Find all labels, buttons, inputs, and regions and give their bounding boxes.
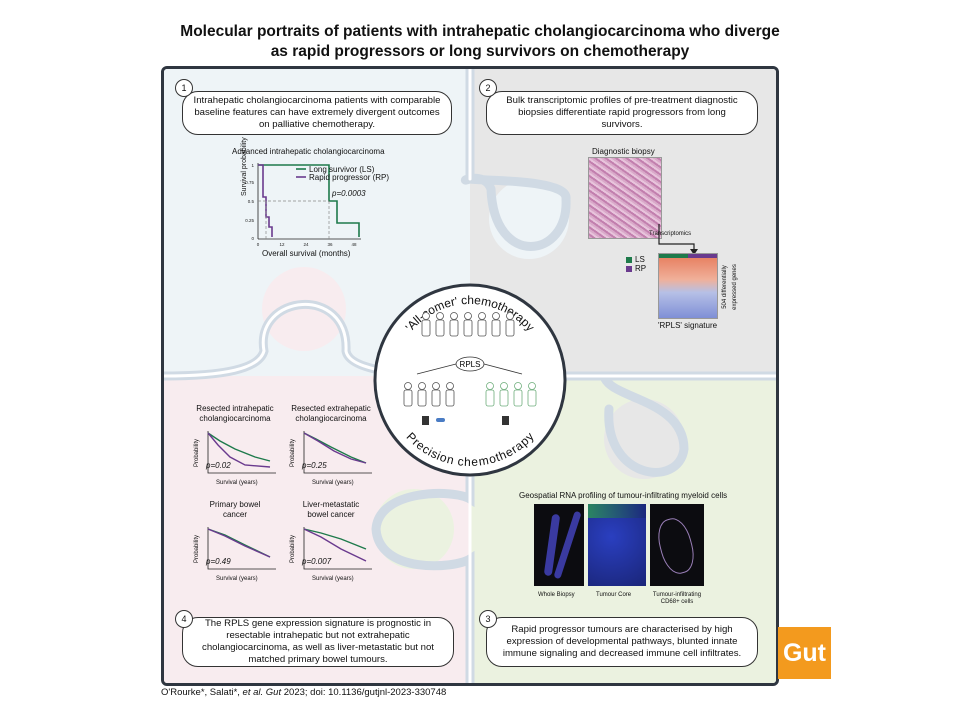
panel1-callout: Intrahepatic cholangiocarcinoma patients… <box>182 91 452 135</box>
heatmap-legend-ls-swatch <box>626 257 632 263</box>
panel4-text: The RPLS gene expression signature is pr… <box>202 618 434 665</box>
mini-plot-4-title-line1: Liver-metastatic <box>302 500 360 509</box>
mini-plot-1-rp-curve <box>207 432 271 468</box>
citation: O'Rourke*, Salati*, et al. Gut 2023; doi… <box>161 687 446 698</box>
mini-plot-2 <box>303 431 372 474</box>
mini-plot-4-pvalue: p=0.007 <box>302 557 332 566</box>
center-rpls-label: RPLS <box>460 360 481 369</box>
citation-rest: 2023; doi: 10.1136/gutjnl-2023-330748 <box>281 687 447 698</box>
people-bottom-right <box>485 382 537 407</box>
mini-plot-4-xlabel: Survival (years) <box>312 576 354 582</box>
figure-title-line1: Molecular portraits of patients with int… <box>180 23 780 40</box>
mini-plot-1-title-line2: cholangiocarcinoma <box>199 414 271 423</box>
mini-plot-4-axes <box>303 527 372 570</box>
mini-plot-3 <box>207 527 276 570</box>
mini-plot-3-pvalue: p=0.49 <box>206 557 231 566</box>
mini-plot-2-pvalue: p=0.25 <box>302 461 327 470</box>
cd68-cells-image <box>650 504 704 586</box>
tumour-core-image <box>588 504 646 586</box>
mini-plot-3-rp-curve <box>207 528 271 558</box>
mini-plot-3-title-line1: Primary bowel <box>209 500 261 509</box>
mini-plot-1-axes <box>207 431 276 474</box>
km-chart: 1 0.75 0.5 0.25 0 0 12 24 36 48 <box>245 163 361 247</box>
puzzle-frame: Intrahepatic cholangiocarcinoma patients… <box>161 66 779 686</box>
mini-plot-1-ylabel: Probability <box>194 438 200 467</box>
svg-text:0.75: 0.75 <box>245 180 254 185</box>
mini-plot-2-ls-curve <box>303 432 367 464</box>
heatmap <box>658 253 718 319</box>
cd68-label-line1: Tumour-infiltrating <box>652 592 702 598</box>
km-ylabel: Survival probability <box>241 137 248 196</box>
panel3-callout: Rapid progressor tumours are characteris… <box>486 617 758 667</box>
svg-text:0.25: 0.25 <box>245 218 254 223</box>
svg-text:48: 48 <box>351 242 357 247</box>
gut-journal-logo: Gut <box>778 627 831 679</box>
biopsy-label: Diagnostic biopsy <box>592 147 655 156</box>
svg-text:12: 12 <box>279 242 285 247</box>
panel1-text: Intrahepatic cholangiocarcinoma patients… <box>193 95 441 130</box>
whole-biopsy-image <box>534 504 584 586</box>
km-legend-ls: Long survivor (LS) <box>309 165 375 174</box>
mini-plot-3-ylabel: Probability <box>194 534 200 563</box>
svg-text:0: 0 <box>251 236 254 241</box>
panel3-header: Geospatial RNA profiling of tumour-infil… <box>519 491 728 500</box>
mini-plot-4-title-line2: bowel cancer <box>307 510 355 519</box>
mini-plot-4 <box>303 527 372 570</box>
citation-etal: et al. Gut <box>242 687 282 698</box>
mini-plot-4-rp-curve <box>303 528 367 562</box>
panel2-callout: Bulk transcriptomic profiles of pre-trea… <box>486 91 758 135</box>
mini-plot-3-xlabel: Survival (years) <box>216 576 258 582</box>
svg-text:1: 1 <box>251 163 254 168</box>
rpls-signature-label: 'RPLS' signature <box>658 321 718 330</box>
mini-plot-2-axes <box>303 431 372 474</box>
mini-plot-1-xlabel: Survival (years) <box>216 480 258 486</box>
panel4-callout: The RPLS gene expression signature is pr… <box>182 617 454 667</box>
panel2-number-badge: 2 <box>479 79 497 97</box>
transcriptomics-label: Transcriptomics <box>649 231 692 237</box>
people-top-row <box>421 312 515 337</box>
heatmap-genes-label: 504 differentially expressed genes <box>722 264 738 310</box>
chemo-icons <box>422 416 509 425</box>
mini-plot-2-rp-curve <box>303 432 367 464</box>
mini-plot-2-xlabel: Survival (years) <box>312 480 354 486</box>
figure-title-line2: as rapid progressors or long survivors o… <box>270 43 690 60</box>
heatmap-legend-rp-swatch <box>626 266 632 272</box>
mini-plot-1-pvalue: p=0.02 <box>206 461 231 470</box>
mini-plot-4-ls-curve <box>303 528 367 550</box>
km-chart-title: Advanced intrahepatic cholangiocarcinoma <box>232 147 385 156</box>
km-legend-rp: Rapid progressor (RP) <box>309 173 390 182</box>
tumour-core-label: Tumour Core <box>596 592 632 598</box>
panel2-text: Bulk transcriptomic profiles of pre-trea… <box>506 95 738 130</box>
center-circle: 'All-comer' chemotherapy Precision chemo… <box>373 283 567 477</box>
heatmap-legend-ls: LS <box>635 255 645 264</box>
panel1-number-badge: 1 <box>175 79 193 97</box>
mini-plot-1-ls-curve <box>207 432 271 462</box>
svg-text:0: 0 <box>257 242 260 247</box>
people-bottom-left <box>403 382 455 407</box>
panel4-number-badge: 4 <box>175 610 193 628</box>
km-ls-curve <box>258 164 360 237</box>
mini-plot-1 <box>207 431 276 474</box>
mini-plot-3-axes <box>207 527 276 570</box>
svg-text:0.5: 0.5 <box>248 199 255 204</box>
mini-plot-2-title-line2: cholangiocarcinoma <box>295 414 367 423</box>
heatmap-legend-rp: RP <box>635 264 647 273</box>
mini-plot-1-title-line1: Resected intrahepatic <box>196 404 274 413</box>
whole-biopsy-label: Whole Biopsy <box>538 592 575 598</box>
mini-plot-4-ylabel: Probability <box>290 534 296 563</box>
svg-text:36: 36 <box>327 242 333 247</box>
panel3-text: Rapid progressor tumours are characteris… <box>502 624 742 659</box>
biopsy-image <box>588 157 662 239</box>
panel3-number-badge: 3 <box>479 610 497 628</box>
citation-authors: O'Rourke*, Salati*, <box>161 687 243 698</box>
mini-plot-2-title-line1: Resected extrahepatic <box>291 404 371 413</box>
svg-text:24: 24 <box>303 242 309 247</box>
km-xlabel: Overall survival (months) <box>262 249 351 258</box>
transcriptomics-arrow <box>658 224 698 255</box>
cd68-label-line2: CD68+ cells <box>660 599 694 605</box>
mini-plot-3-title-line2: cancer <box>222 510 247 519</box>
km-pvalue: p=0.0003 <box>332 189 366 198</box>
mini-plot-2-ylabel: Probability <box>290 438 296 467</box>
